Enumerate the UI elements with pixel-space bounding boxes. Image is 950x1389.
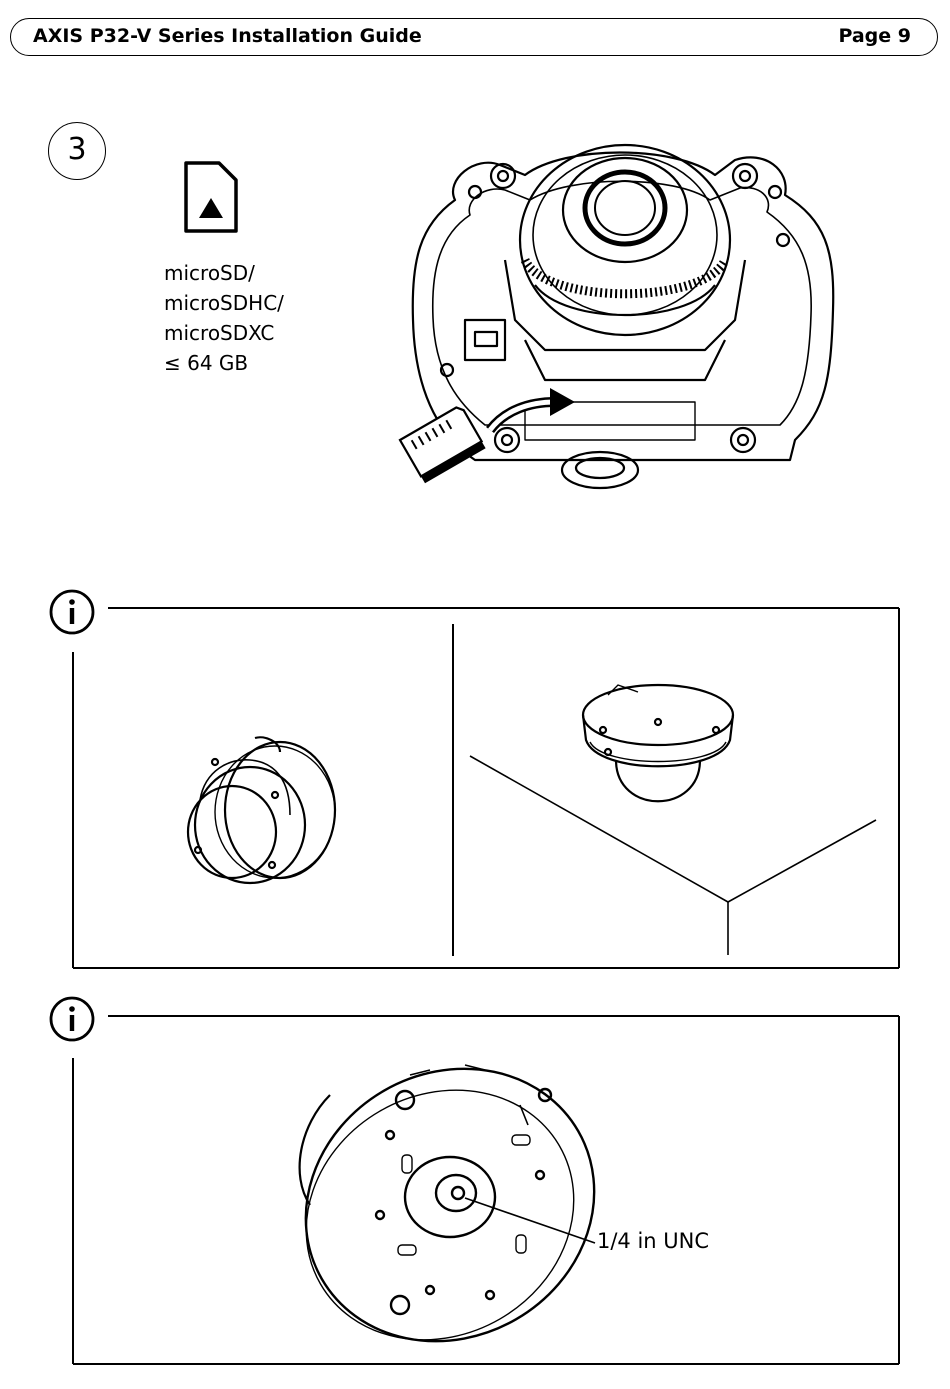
card-type-line: microSD/ (164, 258, 284, 288)
page-number: Page 9 (838, 25, 911, 47)
card-type-list: microSD/ microSDHC/ microSDXC ≤ 64 GB (164, 258, 284, 378)
document-title: AXIS P32-V Series Installation Guide (33, 25, 422, 47)
ceiling-mount-camera-illustration (468, 680, 888, 955)
step-number-badge: 3 (48, 122, 106, 180)
card-type-line: microSDXC (164, 318, 284, 348)
camera-base-illustration (290, 1035, 600, 1345)
page-header: AXIS P32-V Series Installation Guide Pag… (10, 18, 938, 56)
card-type-line: ≤ 64 GB (164, 348, 284, 378)
thread-callout-label: 1/4 in UNC (597, 1229, 709, 1253)
wall-mount-camera-illustration (180, 720, 350, 890)
microsd-card-icon (183, 160, 239, 234)
camera-sd-insert-illustration (395, 140, 845, 500)
card-type-line: microSDHC/ (164, 288, 284, 318)
